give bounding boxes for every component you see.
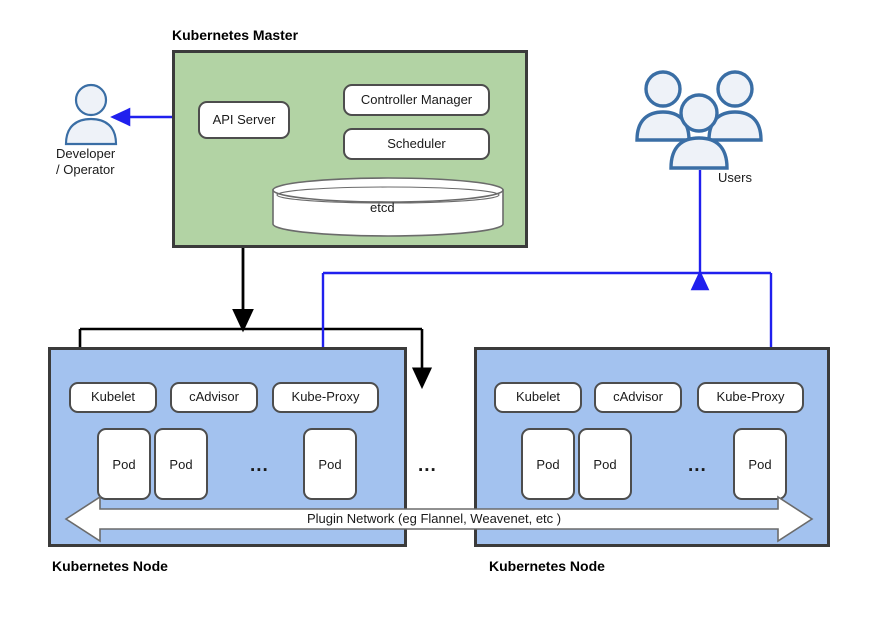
node-1-pod-ellipsis: ... xyxy=(250,455,269,476)
node-2-pod-2[interactable]: Pod xyxy=(578,428,632,500)
node-1-caption: Kubernetes Node xyxy=(52,558,168,574)
developer-operator-icon xyxy=(64,83,118,146)
between-nodes-ellipsis: ... xyxy=(418,455,437,476)
node-1-cadvisor-box[interactable]: cAdvisor xyxy=(170,382,258,413)
node-2-caption: Kubernetes Node xyxy=(489,558,605,574)
node-2-pod-3[interactable]: Pod xyxy=(733,428,787,500)
developer-operator-label-line1: Developer xyxy=(56,146,116,161)
node-1-pod-1[interactable]: Pod xyxy=(97,428,151,500)
node-1-kube-proxy-box[interactable]: Kube-Proxy xyxy=(272,382,379,413)
plugin-network-label: Plugin Network (eg Flannel, Weavenet, et… xyxy=(307,511,562,526)
developer-operator-label-line2: / Operator xyxy=(56,162,115,177)
node-2-pod-ellipsis: ... xyxy=(688,455,707,476)
node-1-pod-2[interactable]: Pod xyxy=(154,428,208,500)
node-2-kube-proxy-box[interactable]: Kube-Proxy xyxy=(697,382,804,413)
api-server-box[interactable]: API Server xyxy=(198,101,290,139)
node-1-kubelet-box[interactable]: Kubelet xyxy=(69,382,157,413)
node-1-pod-3[interactable]: Pod xyxy=(303,428,357,500)
master-caption: Kubernetes Master xyxy=(172,27,299,43)
users-group-icon xyxy=(635,70,763,170)
node-2-kubelet-box[interactable]: Kubelet xyxy=(494,382,582,413)
controller-manager-box[interactable]: Controller Manager xyxy=(343,84,490,116)
node-2-pod-1[interactable]: Pod xyxy=(521,428,575,500)
users-label: Users xyxy=(718,170,752,185)
scheduler-box[interactable]: Scheduler xyxy=(343,128,490,160)
etcd-label: etcd xyxy=(370,200,395,215)
node-2-cadvisor-box[interactable]: cAdvisor xyxy=(594,382,682,413)
